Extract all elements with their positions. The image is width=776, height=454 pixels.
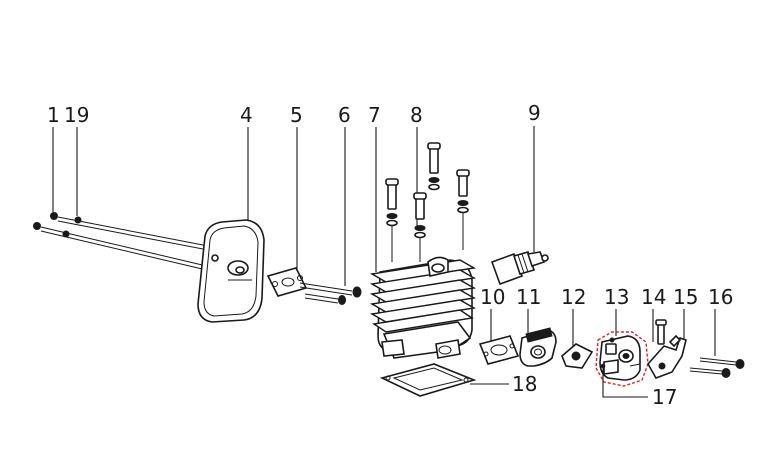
callout-19[interactable]: 19 bbox=[64, 103, 89, 127]
callout-15[interactable]: 15 bbox=[673, 285, 698, 309]
callout-10[interactable]: 10 bbox=[480, 285, 505, 309]
callout-18[interactable]: 18 bbox=[512, 372, 537, 396]
part-18-base-gasket bbox=[379, 363, 477, 397]
part-16-screws bbox=[689, 357, 745, 378]
callout-13[interactable]: 13 bbox=[604, 285, 629, 309]
callout-7[interactable]: 7 bbox=[368, 103, 381, 127]
callout-5[interactable]: 5 bbox=[290, 103, 303, 127]
part-15-bracket bbox=[647, 334, 687, 379]
callout-9[interactable]: 9 bbox=[528, 101, 541, 125]
part-9-spark-plug bbox=[490, 251, 549, 286]
part-14-screw bbox=[655, 319, 667, 345]
part-4-muffler bbox=[197, 219, 265, 323]
leader-lines bbox=[52, 126, 716, 398]
part-11-manifold bbox=[519, 327, 557, 367]
part-7-cylinder bbox=[369, 256, 477, 359]
callout-8[interactable]: 8 bbox=[410, 103, 423, 127]
callout-17[interactable]: 17 bbox=[652, 385, 677, 409]
callout-4[interactable]: 4 bbox=[240, 103, 253, 127]
part-5-gasket bbox=[266, 267, 308, 297]
callout-16[interactable]: 16 bbox=[708, 285, 733, 309]
part-10-intake-gasket bbox=[478, 335, 520, 365]
part-13-carburetor bbox=[595, 331, 649, 387]
highlight-outline bbox=[595, 331, 649, 387]
part-12-spacer bbox=[561, 343, 594, 369]
callout-6[interactable]: 6 bbox=[338, 103, 351, 127]
callout-14[interactable]: 14 bbox=[641, 285, 666, 309]
callout-1[interactable]: 1 bbox=[47, 103, 60, 127]
part-8-screws bbox=[385, 142, 470, 262]
callout-11[interactable]: 11 bbox=[516, 285, 541, 309]
callout-12[interactable]: 12 bbox=[561, 285, 586, 309]
part-17-link-rod bbox=[600, 363, 606, 392]
part-6-bolts bbox=[299, 282, 362, 305]
